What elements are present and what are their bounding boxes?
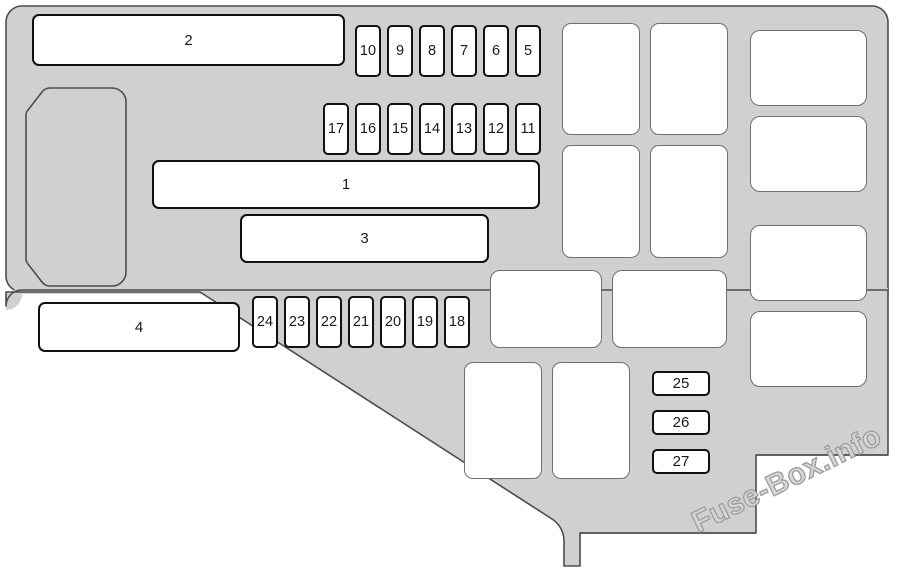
relay-cavity-e2[interactable]	[750, 116, 867, 192]
fuse-slot-21[interactable]: 21	[348, 296, 374, 348]
fuse-slot-18[interactable]: 18	[444, 296, 470, 348]
relay-cavity-d2[interactable]	[552, 362, 630, 479]
fuse-slot-label: 16	[359, 120, 377, 137]
relay-cavity-b1[interactable]	[562, 145, 640, 258]
fuse-block-3[interactable]: 3	[240, 214, 489, 263]
fuse-slot-label: 19	[416, 313, 434, 330]
fuse-slot-label: 10	[359, 42, 377, 59]
fuse-slot-label: 14	[423, 120, 441, 137]
fuse-slot-13[interactable]: 13	[451, 103, 477, 155]
fuse-slot-11[interactable]: 11	[515, 103, 541, 155]
fuse-slot-8[interactable]: 8	[419, 25, 445, 77]
fuse-slot-label: 23	[288, 313, 306, 330]
relay-cavity-e3[interactable]	[750, 225, 867, 301]
fuse-slot-label: 24	[256, 313, 274, 330]
relay-slot-label: 25	[672, 375, 690, 392]
fuse-slot-6[interactable]: 6	[483, 25, 509, 77]
relay-slot-25[interactable]: 25	[652, 371, 710, 396]
fuse-slot-14[interactable]: 14	[419, 103, 445, 155]
fuse-slot-16[interactable]: 16	[355, 103, 381, 155]
fuse-slot-label: 9	[395, 42, 405, 59]
fuse-slot-label: 20	[384, 313, 402, 330]
relay-cavity-c2[interactable]	[612, 270, 727, 348]
fuse-slot-label: 12	[487, 120, 505, 137]
fuse-block-label: 3	[360, 230, 369, 247]
fuse-slot-23[interactable]: 23	[284, 296, 310, 348]
fuse-slot-label: 18	[448, 313, 466, 330]
relay-cavity-a1[interactable]	[562, 23, 640, 135]
fuse-slot-label: 6	[491, 42, 501, 59]
fuse-slot-label: 22	[320, 313, 338, 330]
fuse-slot-label: 8	[427, 42, 437, 59]
fuse-slot-20[interactable]: 20	[380, 296, 406, 348]
fuse-block-label: 2	[184, 31, 193, 49]
fuse-slot-label: 21	[352, 313, 370, 330]
fuse-block-label: 1	[341, 176, 351, 193]
fuse-slot-label: 7	[459, 42, 469, 59]
relay-cavity-e1[interactable]	[750, 30, 867, 106]
relay-slot-label: 27	[672, 453, 690, 470]
fuse-block-label: 4	[134, 318, 144, 336]
relay-cavity-c1[interactable]	[490, 270, 602, 348]
fuse-block-1[interactable]: 1	[152, 160, 540, 209]
fuse-slot-12[interactable]: 12	[483, 103, 509, 155]
fuse-slot-19[interactable]: 19	[412, 296, 438, 348]
relay-cavity-a2[interactable]	[650, 23, 728, 135]
fuse-slot-9[interactable]: 9	[387, 25, 413, 77]
fuse-slot-10[interactable]: 10	[355, 25, 381, 77]
fuse-block-4[interactable]: 4	[38, 302, 240, 352]
fuse-slot-label: 17	[327, 120, 345, 137]
relay-cavity-d1[interactable]	[464, 362, 542, 479]
fuse-slot-5[interactable]: 5	[515, 25, 541, 77]
fuse-slot-7[interactable]: 7	[451, 25, 477, 77]
fuse-slot-label: 5	[523, 42, 533, 59]
relay-cavity-e4[interactable]	[750, 311, 867, 387]
fuse-slot-24[interactable]: 24	[252, 296, 278, 348]
relay-slot-26[interactable]: 26	[652, 410, 710, 435]
fuse-slot-22[interactable]: 22	[316, 296, 342, 348]
fuse-slot-label: 15	[391, 120, 409, 137]
fuse-block-2[interactable]: 2	[32, 14, 345, 66]
fuse-slot-17[interactable]: 17	[323, 103, 349, 155]
relay-slot-label: 26	[672, 414, 690, 431]
relay-cavity-b2[interactable]	[650, 145, 728, 258]
fuse-slot-15[interactable]: 15	[387, 103, 413, 155]
relay-slot-27[interactable]: 27	[652, 449, 710, 474]
board-left-cutout	[25, 87, 127, 287]
fuse-slot-label: 11	[520, 120, 536, 137]
fuse-slot-label: 13	[455, 120, 473, 137]
